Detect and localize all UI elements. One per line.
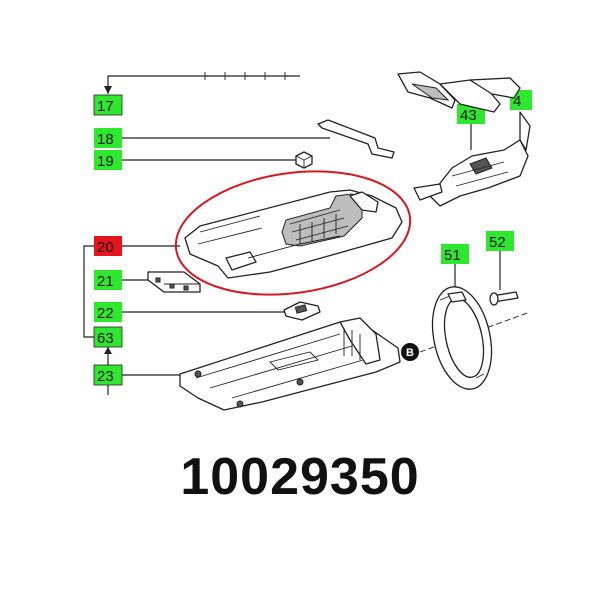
top-bracket <box>104 72 300 94</box>
label-18[interactable]: 18 <box>94 128 122 148</box>
label-21-box <box>94 270 122 290</box>
label-17-text: 17 <box>97 98 114 115</box>
label-17-box <box>93 94 123 116</box>
label-18-text: 18 <box>97 131 114 148</box>
label-20[interactable]: 20 <box>94 236 122 256</box>
label-21-text: 21 <box>97 273 114 290</box>
label-51-text: 51 <box>444 247 461 264</box>
part-21-clip <box>147 271 201 293</box>
label-19-text: 19 <box>97 153 114 170</box>
label-43-text: 43 <box>460 107 477 124</box>
label-43[interactable]: 43 <box>457 104 485 124</box>
label-51-box <box>441 244 469 264</box>
label-20-box <box>94 236 122 256</box>
label-52-box <box>486 231 514 251</box>
label-21[interactable]: 21 <box>94 270 122 290</box>
part-43-motor-assembly <box>397 71 521 113</box>
label-22-text: 22 <box>97 305 114 322</box>
label-18-box <box>94 128 122 148</box>
label-23[interactable]: 23 <box>93 364 123 386</box>
reference-marker-b: B <box>401 343 419 361</box>
part-20-housing <box>184 189 403 279</box>
part-23-base-plate <box>179 317 401 411</box>
label-19[interactable]: 19 <box>94 150 122 170</box>
label-19-box <box>94 150 122 170</box>
label-20-text: 20 <box>97 239 114 256</box>
reference-marker-circle <box>401 343 419 361</box>
part-number: 10029350 <box>180 448 419 506</box>
part-19-small-block <box>295 151 313 169</box>
label-22[interactable]: 22 <box>94 302 122 322</box>
part-18-bent-rod <box>317 119 395 159</box>
label-4-text: 4 <box>513 93 521 110</box>
bracket-20-63 <box>83 245 94 338</box>
reference-marker-letter: B <box>406 347 414 359</box>
label-22-box <box>94 302 122 322</box>
label-43-box <box>457 104 485 124</box>
part-4-blade-holder <box>413 111 531 207</box>
label-63[interactable]: 63 <box>93 326 123 348</box>
label-23-text: 23 <box>97 368 114 385</box>
label-52[interactable]: 52 <box>486 231 514 251</box>
highlight-ring-part-20 <box>174 170 412 296</box>
part-51-ring <box>431 286 493 390</box>
label-52-text: 52 <box>489 234 506 251</box>
label-63-text: 63 <box>97 330 114 347</box>
part-22-small-plate <box>283 301 321 321</box>
label-17[interactable]: 17 <box>93 94 123 116</box>
label-51[interactable]: 51 <box>441 244 469 264</box>
part-52-screw <box>489 291 519 306</box>
